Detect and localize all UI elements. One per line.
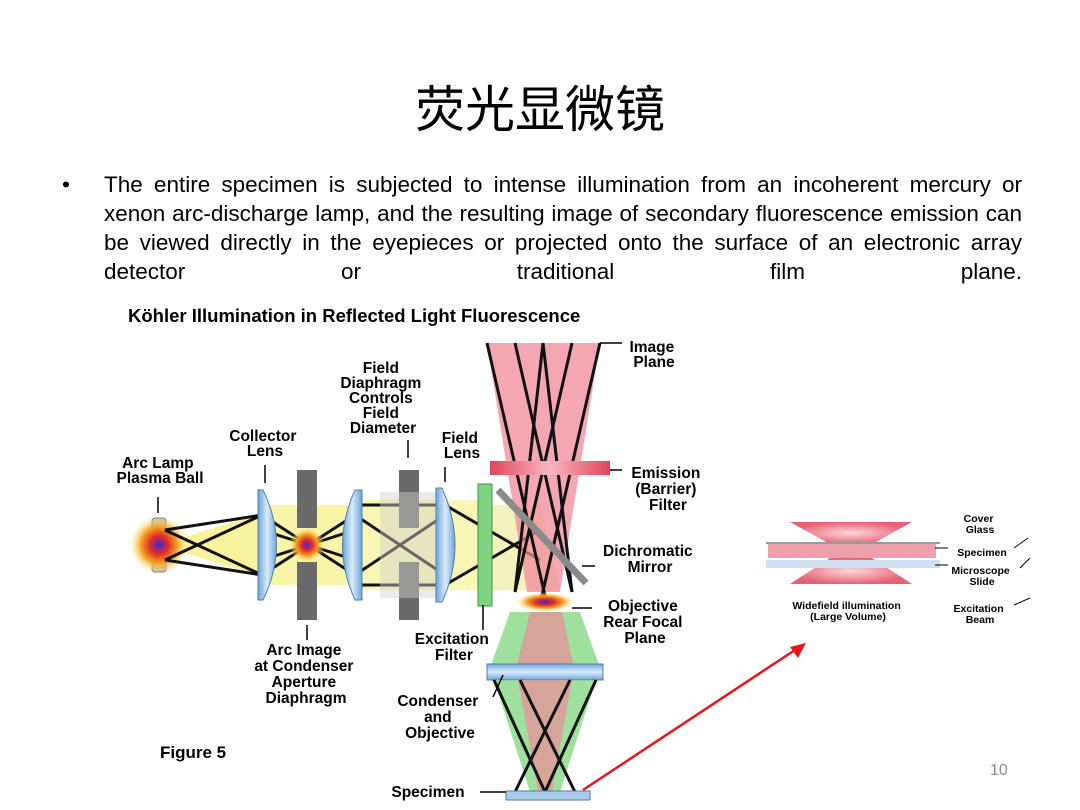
excitation-filter — [477, 483, 493, 607]
arc-lamp — [129, 515, 189, 575]
specimen-rays — [492, 679, 598, 793]
label-arc-image: Arc Image at Condenser Aperture Diaphrag… — [254, 642, 357, 707]
label-line: Collector — [229, 428, 296, 445]
field-lens — [435, 487, 456, 603]
label-line: Field — [363, 405, 399, 422]
label-specimen: Specimen — [391, 784, 464, 801]
label-collector-lens: Collector Lens — [229, 428, 301, 460]
label-line: Plane — [624, 630, 666, 647]
figure-caption: Figure 5 — [160, 743, 226, 762]
specimen-cone-pink — [518, 680, 572, 792]
objective-cone-pink — [516, 612, 574, 668]
label-line: Slide — [969, 576, 994, 588]
label-line: Field — [363, 360, 399, 377]
label-line: Rear Focal — [603, 614, 682, 631]
label-objective-rear-focal-plane: Objective Rear Focal Plane — [603, 598, 687, 647]
label-line: Diaphragm — [340, 375, 421, 392]
label-line: Cover — [964, 513, 994, 525]
bullet-symbol: • — [62, 172, 70, 197]
widefield-inset — [763, 522, 943, 584]
label-line: Aperture — [272, 674, 337, 691]
label-emission-filter: Emission (Barrier) Filter — [631, 465, 704, 514]
label-line: Lens — [444, 445, 480, 462]
label-line: and — [424, 709, 452, 726]
label-line: Objective — [405, 725, 475, 742]
arc-image-glow — [289, 527, 325, 563]
inset-slide — [766, 560, 940, 568]
label-line: Diaphragm — [266, 690, 347, 707]
label-line: Microscope — [951, 565, 1010, 577]
objective-lens — [486, 663, 604, 681]
excitation-beam — [160, 512, 265, 578]
label-line: (Barrier) — [635, 481, 696, 498]
label-line: Plane — [633, 354, 675, 371]
label-line: Image — [629, 339, 674, 356]
label-line: Controls — [349, 390, 413, 407]
label-line: Emission — [631, 465, 700, 482]
label-line: Plasma Ball — [116, 470, 203, 487]
page-number: 10 — [990, 762, 1008, 779]
label-line: Objective — [608, 598, 678, 615]
label-line: Diameter — [350, 420, 416, 437]
slide-title: 荧光显微镜 — [415, 81, 665, 139]
label-arc-lamp: Arc Lamp Plasma Ball — [116, 455, 203, 487]
label-line: Widefield illumination — [792, 600, 900, 612]
inset-leader-lines — [935, 537, 1031, 606]
label-line: Arc Image — [266, 642, 341, 659]
red-arrow — [582, 643, 806, 792]
inset-label-slide: Microscope Slide — [951, 565, 1012, 588]
label-line: Mirror — [628, 559, 673, 576]
emission-filter — [490, 461, 610, 475]
excitation-beam-segment — [355, 500, 490, 590]
leader-lines — [157, 342, 622, 793]
label-line: Glass — [966, 524, 995, 536]
inset-label-excitation-beam: Excitation Beam — [953, 603, 1006, 626]
label-line: Dichromatic — [603, 543, 693, 560]
label-line: Excitation — [953, 603, 1003, 615]
label-line: Filter — [649, 497, 687, 514]
label-image-plane: Image Plane — [629, 339, 678, 371]
label-line: Specimen — [391, 784, 464, 801]
inset-label-cover-glass: Cover Glass — [964, 513, 997, 536]
label-line: (Large Volume) — [810, 611, 886, 623]
label-condenser-objective: Condenser and Objective — [397, 693, 482, 742]
field-diaphragm — [380, 470, 436, 620]
inset-caption: Widefield illumination (Large Volume) — [792, 600, 903, 623]
label-line: Arc Lamp — [122, 455, 194, 472]
collector-lens — [257, 489, 277, 601]
inset-upper-cone — [790, 522, 912, 544]
specimen-slide — [505, 790, 591, 801]
label-line: Lens — [247, 443, 283, 460]
label-line: Field — [442, 430, 478, 447]
label-field-diaphragm: Field Diaphragm Controls Field Diameter — [340, 360, 425, 437]
label-line: Excitation — [415, 631, 489, 648]
aperture-diaphragm — [297, 470, 317, 620]
bullet-text: The entire specimen is subjected to inte… — [104, 172, 1022, 284]
label-line: at Condenser — [254, 658, 353, 675]
label-excitation-filter: Excitation Filter — [415, 631, 493, 664]
label-line: Beam — [966, 614, 995, 626]
condenser-lens — [342, 489, 363, 601]
inset-specimen-layer — [768, 544, 936, 558]
dichromatic-mirror — [495, 487, 589, 586]
label-line: Specimen — [957, 547, 1007, 559]
label-dichromatic-mirror: Dichromatic Mirror — [603, 543, 697, 576]
label-line: Condenser — [397, 693, 478, 710]
inset-label-specimen: Specimen — [957, 547, 1007, 559]
figure-title: Köhler Illumination in Reflected Light F… — [128, 305, 580, 326]
label-line: Filter — [435, 647, 473, 664]
rear-focal-plane — [515, 592, 575, 612]
label-field-lens: Field Lens — [442, 430, 482, 462]
